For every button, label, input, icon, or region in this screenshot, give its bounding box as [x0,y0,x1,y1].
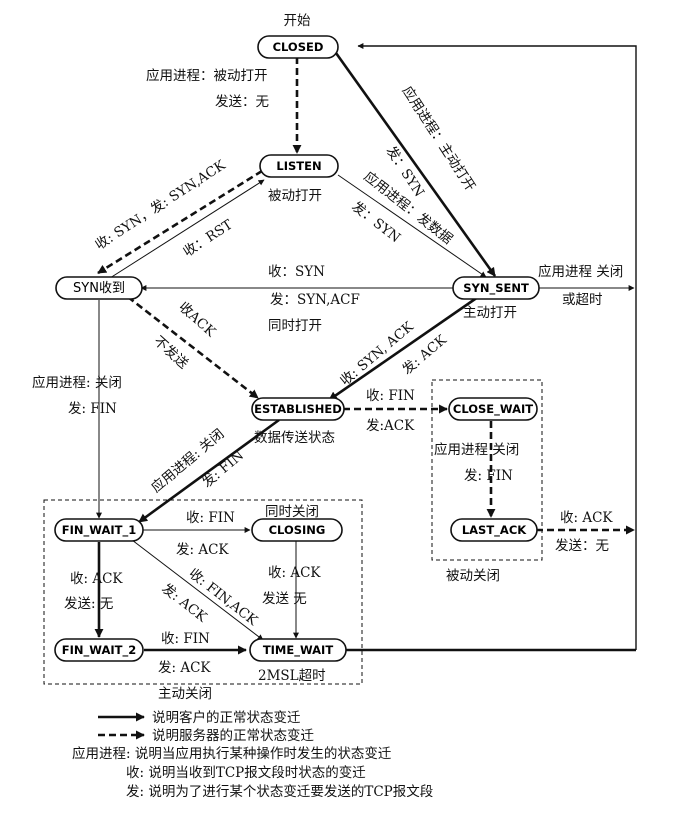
label-fw2-send-ack: 发: ACK [158,660,211,676]
state-last-ack: LAST_ACK [450,518,538,542]
label-est-recv-fin: 收: FIN [366,388,415,404]
svg-text:CLOSED: CLOSED [273,40,324,54]
label-data-transfer: 数据传送状态 [254,430,335,446]
label-lastack-recv: 收: ACK [560,510,613,526]
svg-text:ESTABLISHED: ESTABLISHED [254,402,342,416]
label-fw1-recv-fin: 收: FIN [186,510,235,526]
label-est-send-ack: 发:ACK [366,418,415,434]
edge-listen-synrcvd [97,169,263,275]
label-close-timeout-1: 应用进程 关闭 [538,263,623,280]
state-close-wait: CLOSE_WAIT [448,397,538,421]
edge-listen-synsent [337,174,487,278]
edge-closed-synsent [334,52,497,277]
label-active-close: 主动关闭 [158,686,212,702]
label-fw1-fw2-recv-ack: 收: ACK [70,571,123,587]
edge-finwait1-timewait [131,539,264,641]
label-closing-recv-ack: 收: ACK [268,565,321,581]
legend-recv-text: 收: 说明当收到TCP报文段时状态的变迁 [126,765,366,781]
label-recv-rst: 收：RST [180,217,235,261]
edge-rail-closed [357,43,637,650]
label-synrcvd-fin: 发: FIN [68,401,117,417]
label-synsent-recv-syn: 收：SYN [268,264,325,280]
label-start: 开始 [284,13,311,29]
state-fin-wait-1: FIN_WAIT_1 [54,518,144,542]
edge-established-finwait1 [138,418,280,524]
label-closed-listen-1: 应用进程：被动打开 [146,67,268,84]
label-simultaneous-open: 同时打开 [268,317,322,334]
state-syn-sent: SYN_SENT [452,276,540,300]
edge-synrcvd-established [127,295,259,400]
label-fw2-recv-fin: 收: FIN [161,631,210,647]
legend: 说明客户的正常状态变迁 说明服务器的正常状态变迁 应用进程: 说明当应用执行某种… [72,709,433,800]
label-synrcvd-close: 应用进程: 关闭 [32,374,122,391]
label-recv-syn-ack: 收: SYN, ACK [337,318,417,389]
label-fw1-fw2-send-none: 发送: 无 [64,596,113,612]
label-closewait-close: 应用进程 关闭 [434,441,519,458]
label-closed-listen-2: 发送：无 [215,94,269,110]
svg-text:SYN_SENT: SYN_SENT [463,281,529,296]
label-recv-ack: 收ACK [175,299,219,341]
svg-text:FIN_WAIT_2: FIN_WAIT_2 [62,643,136,658]
edge-synsent-established [328,295,479,402]
state-syn-rcvd: SYN收到 [55,276,143,300]
label-simultaneous-close: 同时关闭 [265,504,319,520]
legend-send-text: 发: 说明为了进行某个状态变迁要发送的TCP报文段 [126,784,433,800]
passive-close-group-box [431,379,543,561]
svg-text:TIME_WAIT: TIME_WAIT [263,643,334,658]
state-established: ESTABLISHED [251,397,345,421]
state-closing: CLOSING [251,518,343,542]
label-fw1-send-ack: 发: ACK [176,542,229,558]
svg-text:CLOSE_WAIT: CLOSE_WAIT [453,402,533,417]
label-2msl-timeout: 2MSL超时 [258,668,326,684]
state-time-wait: TIME_WAIT [249,638,347,662]
active-close-group-box [43,499,363,685]
svg-text:LISTEN: LISTEN [276,159,321,173]
label-active-open-node: 主动打开 [463,304,517,321]
svg-text:LAST_ACK: LAST_ACK [462,523,527,538]
legend-client-text: 说明客户的正常状态变迁 [152,709,301,726]
label-lastack-send: 发送：无 [555,538,609,554]
label-passive-close: 被动关闭 [446,568,500,584]
label-synsent-send: 发：SYN,ACF [270,292,360,308]
edge-synrcvd-listen [109,179,265,279]
svg-text:FIN_WAIT_1: FIN_WAIT_1 [62,523,136,538]
legend-server-text: 说明服务器的正常状态变迁 [152,728,314,744]
label-close-timeout-2: 或超时 [562,292,603,308]
legend-app-text: 应用进程: 说明当应用执行某种操作时发生的状态变迁 [72,745,392,762]
label-closewait-fin: 发: FIN [464,468,513,484]
state-closed: CLOSED [257,35,339,59]
label-no-send: 不发送 [150,333,191,372]
label-closing-send-none: 发送 无 [262,591,307,607]
state-fin-wait-2: FIN_WAIT_2 [54,638,144,662]
state-listen: LISTEN [259,154,339,178]
svg-text:CLOSING: CLOSING [269,523,326,537]
label-passive-open: 被动打开 [268,187,322,204]
svg-text:SYN收到: SYN收到 [73,281,125,296]
